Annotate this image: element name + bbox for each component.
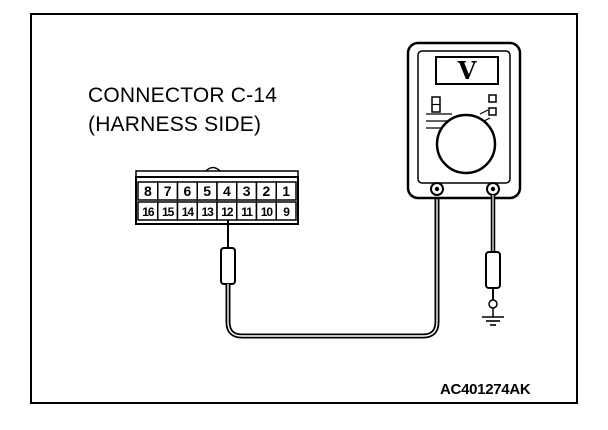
meter-com-jack-center: [434, 186, 440, 192]
pin-label-12: 12: [221, 205, 234, 219]
probe-handle: [220, 247, 236, 285]
test-lead-highlight: [227, 192, 438, 337]
meter-button-lower: [488, 107, 497, 116]
connector-caption-line2: (HARNESS SIDE): [88, 113, 262, 136]
meter-scale-mark-4: [479, 109, 489, 115]
figure-id: AC401274AK: [440, 381, 531, 398]
pin-label-4: 4: [223, 183, 231, 199]
pin-label-10: 10: [261, 205, 274, 219]
meter-selector-dial: [435, 113, 497, 175]
meter-v-jack-center: [490, 186, 496, 192]
probe-connector-side: [220, 220, 236, 285]
ground-lead: [482, 195, 504, 326]
diagram-frame: [30, 13, 578, 404]
voltmeter: V: [406, 41, 522, 200]
pin-label-5: 5: [203, 183, 211, 199]
pin-label-2: 2: [262, 183, 270, 199]
pin-label-15: 15: [162, 205, 175, 219]
pin-label-14: 14: [182, 205, 195, 219]
connector-caption-line1: CONNECTOR C-14: [88, 84, 278, 107]
pin-label-1: 1: [282, 183, 290, 199]
pin-label-13: 13: [201, 205, 214, 219]
pin-label-7: 7: [164, 183, 172, 199]
pin-label-16: 16: [142, 205, 155, 219]
pin-cavity-9: [275, 201, 297, 221]
pin-label-9: 9: [283, 205, 290, 219]
pin-label-11: 11: [241, 205, 253, 219]
ground-probe-handle: [485, 251, 501, 289]
ground-symbol-icon: [482, 316, 504, 326]
meter-button-upper: [488, 94, 497, 103]
ground-clip: [488, 299, 498, 309]
pin-label-6: 6: [183, 183, 191, 199]
meter-display: [435, 56, 499, 85]
pin-cavity-1: [275, 181, 297, 201]
pin-label-3: 3: [243, 183, 251, 199]
meter-display-symbol: V: [457, 56, 477, 85]
pin-label-8: 8: [144, 183, 152, 199]
connector-latch: [205, 166, 221, 172]
